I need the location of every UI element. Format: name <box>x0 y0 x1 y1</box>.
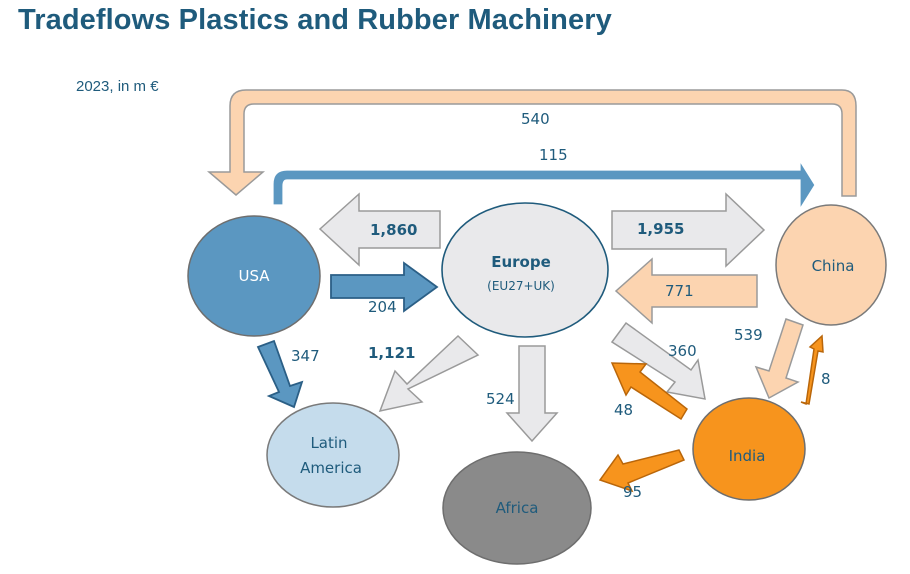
node-india <box>692 397 806 501</box>
label-usa: USA <box>238 267 270 285</box>
flow-arrow-china-to-europe <box>614 257 758 325</box>
value-china-to-europe: 771 <box>665 282 694 300</box>
value-europe-to-africa: 524 <box>486 390 515 408</box>
label-latin-america-1: Latin <box>310 434 347 452</box>
value-usa-to-latin-america: 347 <box>291 347 320 365</box>
flow-arrow-india-to-china <box>800 334 824 406</box>
flow-arrow-india-to-europe <box>610 362 688 421</box>
flow-arrow-india-to-africa <box>598 449 686 493</box>
label-africa: Africa <box>496 499 539 517</box>
label-europe-sub: (EU27+UK) <box>487 279 555 293</box>
page-title: Tradeflows Plastics and Rubber Machinery <box>18 4 612 36</box>
flow-arrow-europe-to-latin-america <box>378 334 480 413</box>
node-latin-america <box>266 402 400 508</box>
label-china: China <box>812 257 855 275</box>
flow-arrow-europe-to-china <box>611 192 766 268</box>
node-usa <box>187 215 321 337</box>
value-europe-to-latin-america: 1,121 <box>368 344 415 362</box>
value-usa-to-china: 115 <box>539 146 568 164</box>
value-china-to-usa: 540 <box>521 110 550 128</box>
value-india-to-africa: 95 <box>623 483 642 501</box>
label-latin-america-2: America <box>300 459 362 477</box>
flow-arrow-china-to-india <box>754 318 804 400</box>
flow-arrow-europe-to-africa <box>505 345 559 443</box>
node-africa <box>442 451 592 565</box>
value-india-to-europe: 48 <box>614 401 633 419</box>
flow-arrow-china-to-usa <box>206 89 857 197</box>
value-china-to-india: 539 <box>734 326 763 344</box>
flow-arrow-usa-to-europe <box>330 261 439 313</box>
flow-arrow-usa-to-latin-america <box>256 339 304 409</box>
flow-arrow-usa-to-china <box>272 158 816 212</box>
value-europe-to-india: 360 <box>668 342 697 360</box>
value-india-to-china: 8 <box>821 370 831 388</box>
value-europe-to-usa: 1,860 <box>370 221 417 239</box>
value-europe-to-china: 1,955 <box>637 220 684 238</box>
label-india: India <box>729 447 766 465</box>
flow-arrow-europe-to-usa <box>318 192 441 267</box>
node-europe <box>441 202 609 338</box>
subtitle: 2023, in m € <box>76 78 159 95</box>
flow-arrow-europe-to-india <box>610 321 706 400</box>
node-china <box>775 204 887 326</box>
label-europe: Europe <box>491 253 551 271</box>
value-usa-to-europe: 204 <box>368 298 397 316</box>
